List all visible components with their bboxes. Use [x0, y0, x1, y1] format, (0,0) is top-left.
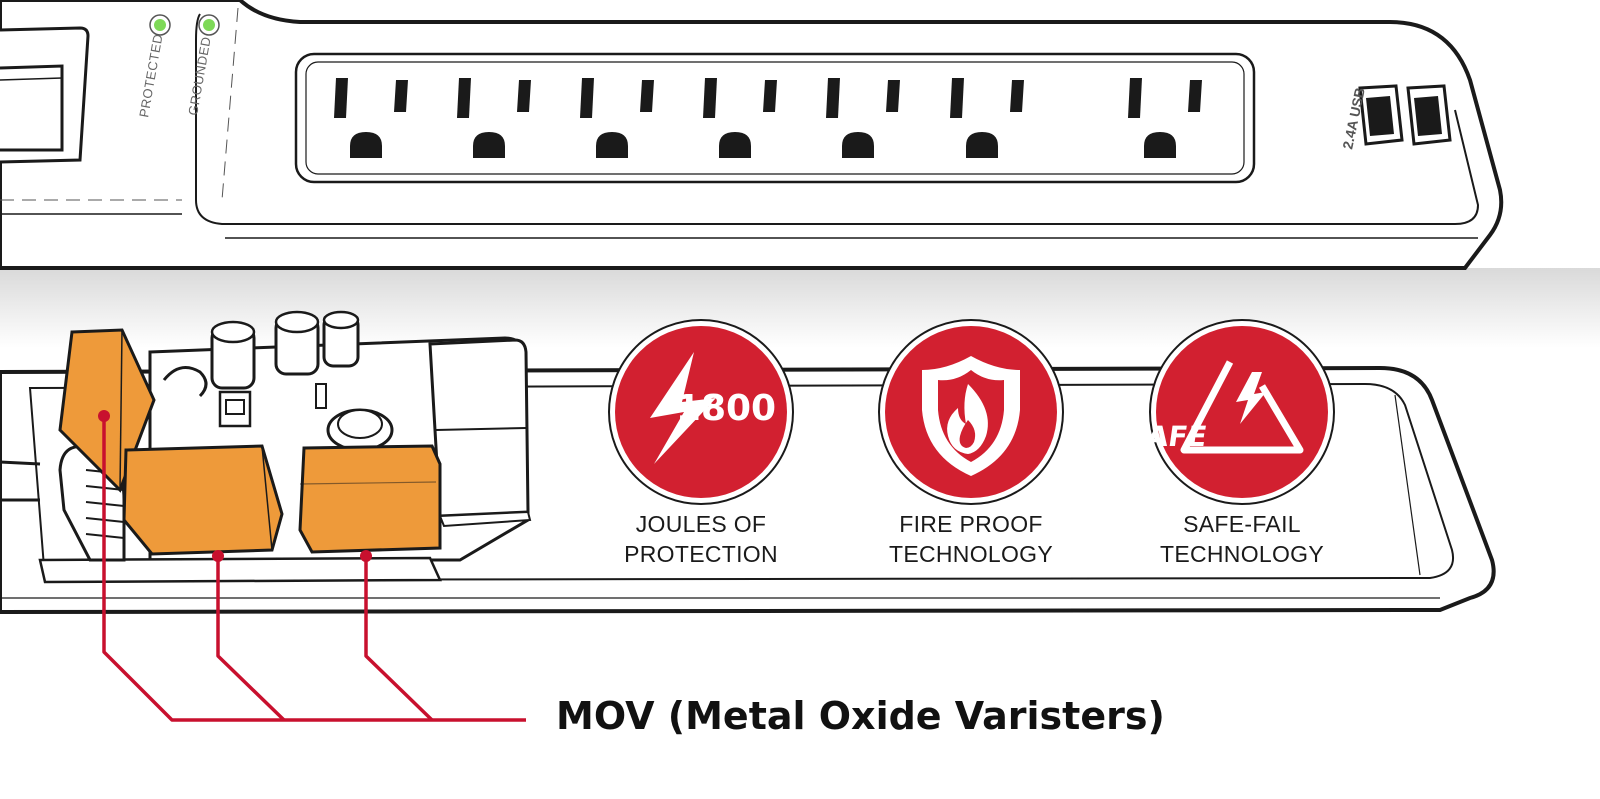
protected-led-icon — [149, 14, 171, 36]
ac-outlets — [334, 78, 1202, 158]
feature-label-safefail-line2: TECHNOLOGY — [1159, 541, 1325, 567]
feature-label-safefail: SAFE-FAIL TECHNOLOGY — [1142, 509, 1342, 569]
outlet-panel — [294, 52, 1256, 184]
feature-label-joules: JOULES OF PROTECTION — [601, 509, 801, 569]
ac-outlet-icon — [826, 78, 900, 158]
feature-label-fireproof-line2: TECHNOLOGY — [888, 541, 1054, 567]
outlet-slot-left — [334, 78, 348, 118]
flame-icon — [947, 384, 988, 454]
outlet-slot-right — [640, 80, 654, 112]
ac-outlet-icon — [580, 78, 654, 158]
ac-outlet-icon — [1128, 78, 1202, 158]
mov-2-icon — [122, 444, 284, 556]
usb-port-2-icon — [1406, 84, 1452, 146]
feature-label-safefail-line1: SAFE-FAIL — [1183, 511, 1301, 537]
outlet-slot-left — [457, 78, 471, 118]
top-power-strip: PROTECTED GROUNDED 2.4A USB — [0, 0, 1504, 270]
badge-safe-text: SAFE — [1124, 420, 1209, 453]
ac-outlet-icon — [457, 78, 531, 158]
outlet-slot-right — [763, 80, 777, 112]
feature-label-joules-line1: JOULES OF — [635, 511, 767, 537]
outlet-ground-hole — [842, 132, 874, 158]
feature-badge-safefail: SAFE — [1124, 319, 1335, 505]
outlet-slot-right — [1188, 80, 1202, 112]
outlet-ground-hole — [596, 132, 628, 158]
outlet-slot-left — [703, 78, 717, 118]
ac-outlet-icon — [950, 78, 1024, 158]
ac-outlet-icon — [703, 78, 777, 158]
outlet-ground-hole — [719, 132, 751, 158]
outlet-slot-right — [886, 80, 900, 112]
outlet-slot-left — [826, 78, 840, 118]
mov-callout-label: MOV (Metal Oxide Varisters) — [556, 694, 1165, 738]
feature-label-joules-line2: PROTECTION — [624, 541, 778, 567]
power-switch — [0, 26, 90, 164]
grounded-led-icon — [198, 14, 220, 36]
capacitor-1-icon — [210, 320, 256, 390]
feature-label-fireproof: FIRE PROOF TECHNOLOGY — [871, 509, 1071, 569]
lightning-bolt-small-icon — [1236, 372, 1266, 424]
feature-badge-joules: 1800 — [608, 319, 794, 505]
outlet-slot-right — [394, 80, 408, 112]
outlet-slot-left — [1128, 78, 1142, 118]
outlet-ground-hole — [473, 132, 505, 158]
mov-callout-lines — [98, 410, 526, 722]
outlet-slot-right — [517, 80, 531, 112]
shadow-band — [0, 268, 1600, 348]
feature-badge-fireproof — [878, 319, 1064, 505]
outlet-slot-left — [950, 78, 964, 118]
capacitor-3-icon — [322, 310, 360, 368]
badge-joules-number: 1800 — [676, 388, 776, 429]
outlet-slot-left — [580, 78, 594, 118]
outlet-ground-hole — [350, 132, 382, 158]
mov-3-icon — [298, 444, 442, 554]
outlet-slot-right — [1010, 80, 1024, 112]
lightning-bolt-icon — [650, 352, 716, 464]
warning-triangle-icon — [1180, 360, 1304, 454]
outlet-ground-hole — [1144, 132, 1176, 158]
ac-outlet-icon — [334, 78, 408, 158]
outlet-ground-hole — [966, 132, 998, 158]
feature-label-fireproof-line1: FIRE PROOF — [899, 511, 1043, 537]
usb-port-1-icon — [1358, 84, 1404, 146]
capacitor-2-icon — [274, 310, 320, 376]
